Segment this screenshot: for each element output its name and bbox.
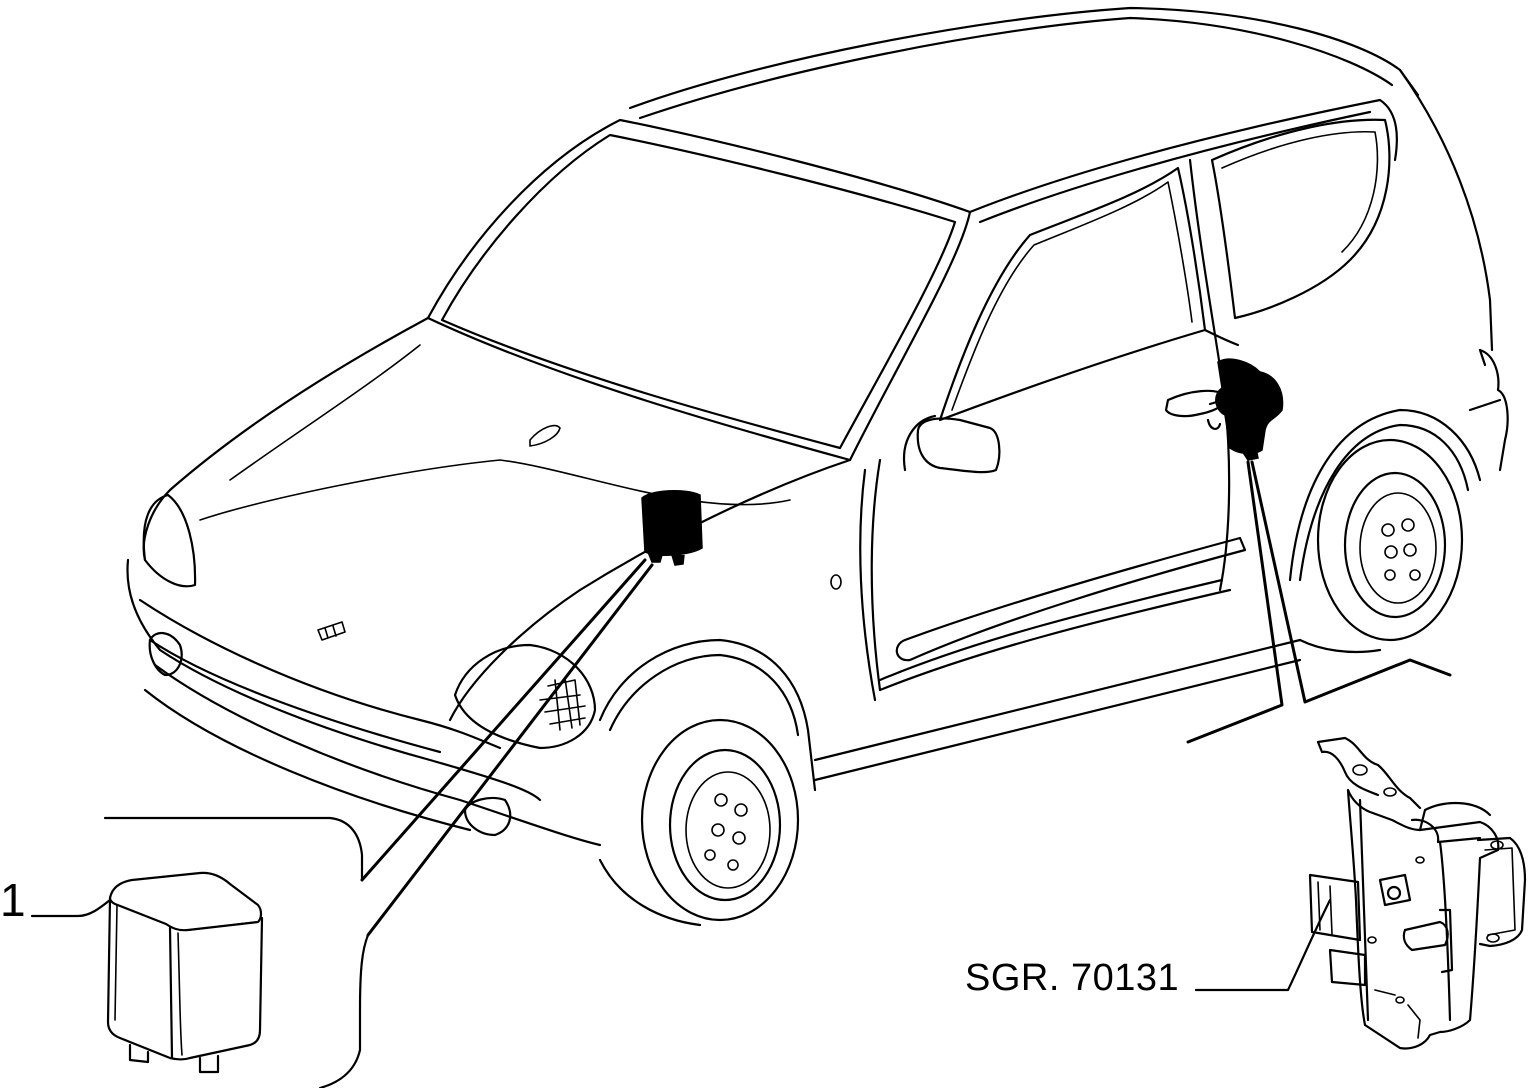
side-rub-strip — [895, 536, 1247, 662]
door-lock-mounted-on-car — [1206, 358, 1284, 461]
car-roof-line — [628, 6, 1420, 110]
callout-sgr-leader — [1194, 898, 1332, 992]
door-lock-leader-line-right — [1250, 460, 1452, 704]
hood-ornament — [529, 424, 561, 447]
right-headlight — [453, 643, 597, 750]
front-side-window — [938, 166, 1207, 422]
door-lock-part — [1194, 736, 1527, 1050]
leader-lines — [360, 460, 1452, 937]
relay-leader-line-lower — [366, 563, 654, 937]
left-headlight — [142, 493, 197, 588]
callout-1-leader — [30, 898, 112, 918]
rear-wheel — [1316, 438, 1464, 642]
callout-sgr-reference: SGR. 70131 — [965, 957, 1180, 999]
relay-pin — [198, 1054, 220, 1074]
hood — [142, 316, 430, 562]
relay-leader-line-upper — [360, 558, 647, 882]
relay-part — [30, 871, 264, 1074]
front-wheel-arch — [598, 638, 817, 792]
rear-wheel-arch — [1288, 408, 1482, 582]
rear-side-window — [1210, 118, 1391, 320]
relay-detail-frame — [103, 816, 370, 1088]
windshield — [440, 133, 957, 450]
car-illustration — [126, 6, 1509, 927]
callout-1-number: 1 — [0, 874, 26, 926]
front-bumper — [126, 558, 542, 802]
front-wheel — [640, 718, 800, 922]
door-lock-leader-line-left — [1186, 460, 1284, 744]
relay-mounted-on-car — [641, 490, 703, 566]
relay-pin — [128, 1043, 150, 1064]
grille-badge — [317, 621, 346, 641]
side-mirror — [916, 417, 1001, 474]
